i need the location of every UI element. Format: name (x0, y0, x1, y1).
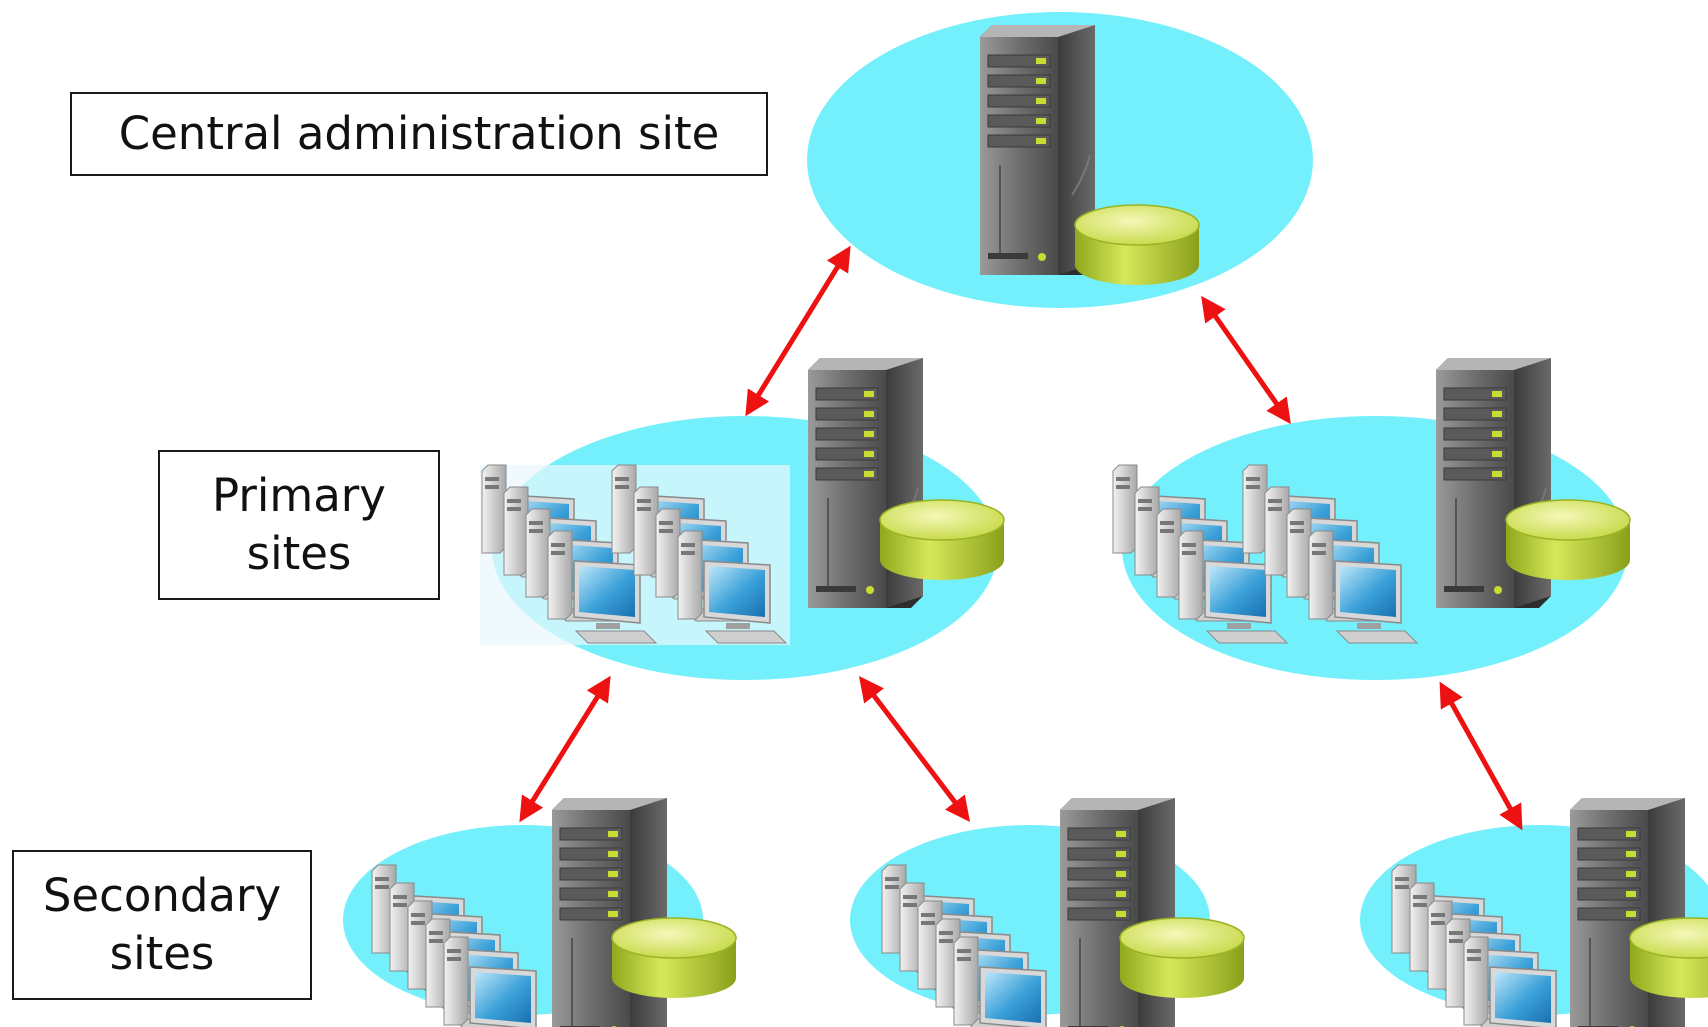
primary-sites-label-line1: Primary (212, 468, 386, 522)
secondary-sites-label-line1: Secondary (42, 868, 282, 922)
double-arrow-icon (1201, 295, 1291, 425)
secondary-sites-label-line2: sites (109, 927, 215, 980)
database-icon (611, 917, 737, 999)
database-icon (1629, 917, 1708, 999)
primary-sites-label: Primary sites (158, 450, 440, 600)
database-icon (1074, 204, 1200, 286)
database-icon (1505, 499, 1631, 581)
double-arrow-icon (1439, 681, 1523, 831)
central-site-label-text: Central administration site (118, 106, 720, 160)
secondary-sites-label: Secondary sites (12, 850, 312, 1000)
double-arrow-icon (519, 675, 611, 823)
workstation-icon (480, 465, 790, 645)
double-arrow-icon (858, 676, 971, 822)
database-icon (1119, 917, 1245, 999)
central-site-label: Central administration site (70, 92, 768, 176)
database-icon (879, 499, 1005, 581)
primary-sites-label-line2: sites (246, 527, 352, 580)
double-arrow-icon (745, 245, 851, 417)
